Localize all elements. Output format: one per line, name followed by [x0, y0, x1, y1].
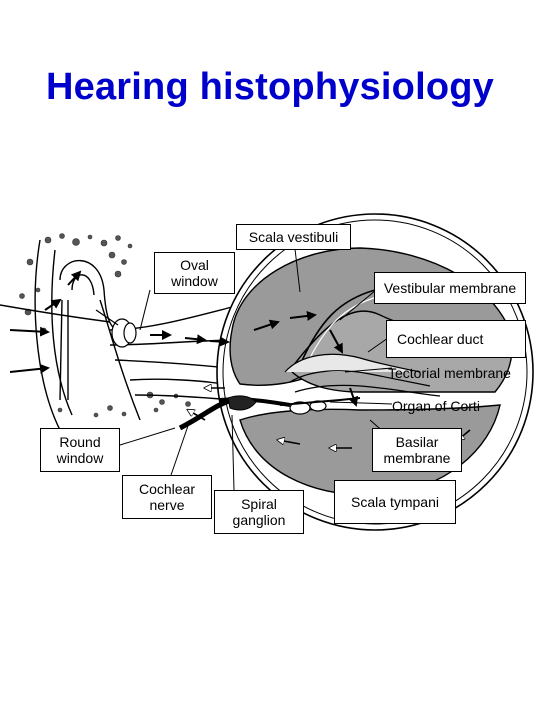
label-tectorial-membrane: Tectorial membrane — [388, 365, 511, 381]
label-vestibular-membrane: Vestibular membrane — [374, 272, 526, 304]
label-scala-vestibuli: Scala vestibuli — [236, 224, 351, 250]
oval-window-stapes — [95, 309, 137, 348]
label-organ-of-corti: Organ of Corti — [392, 398, 480, 414]
label-cochlear-nerve: Cochlear nerve — [122, 475, 212, 519]
label-scala-tympani: Scala tympani — [334, 480, 456, 524]
label-spiral-ganglion: Spiral ganglion — [214, 490, 304, 534]
cochlear-nerve-bundle — [178, 395, 291, 431]
bone-texture — [19, 233, 191, 418]
label-oval-window: Oval window — [154, 252, 235, 294]
label-cochlear-duct: Cochlear duct — [386, 320, 526, 358]
label-basilar-membrane: Basilar membrane — [372, 428, 462, 472]
scala-tympani-shape — [239, 404, 501, 496]
flow-arrows — [9, 270, 359, 407]
label-round-window: Round window — [40, 428, 120, 472]
organ-of-corti — [279, 353, 441, 415]
page-title: Hearing histophysiology — [46, 66, 494, 108]
